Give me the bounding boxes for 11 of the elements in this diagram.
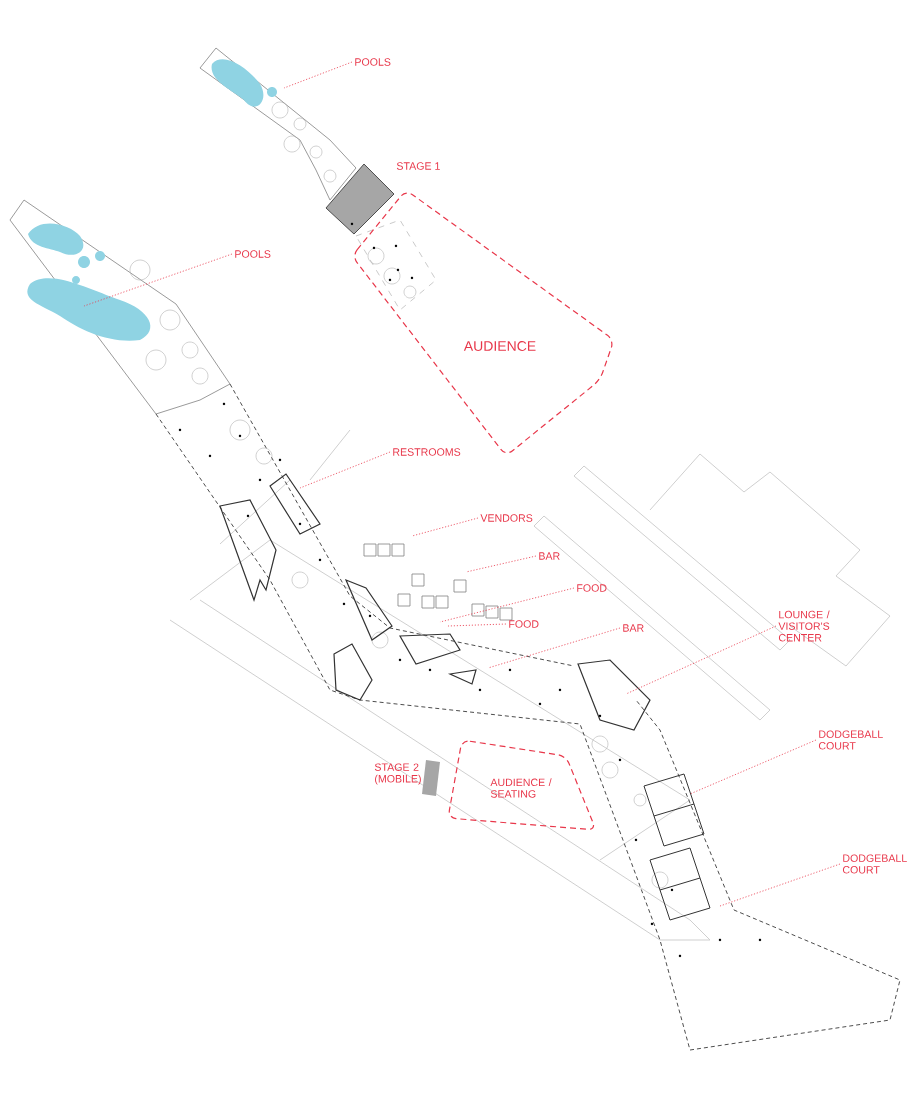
- leader-line: [465, 555, 537, 573]
- leader-line: [689, 739, 817, 795]
- leader-line: [625, 625, 777, 695]
- leader-line: [283, 61, 353, 89]
- leader-line: [447, 623, 507, 627]
- leader-line: [299, 451, 391, 489]
- leader-line: [487, 627, 621, 669]
- leader-line: [439, 587, 575, 623]
- leader-line: [83, 253, 233, 307]
- leader-line: [719, 863, 841, 907]
- leader-line: [411, 517, 479, 537]
